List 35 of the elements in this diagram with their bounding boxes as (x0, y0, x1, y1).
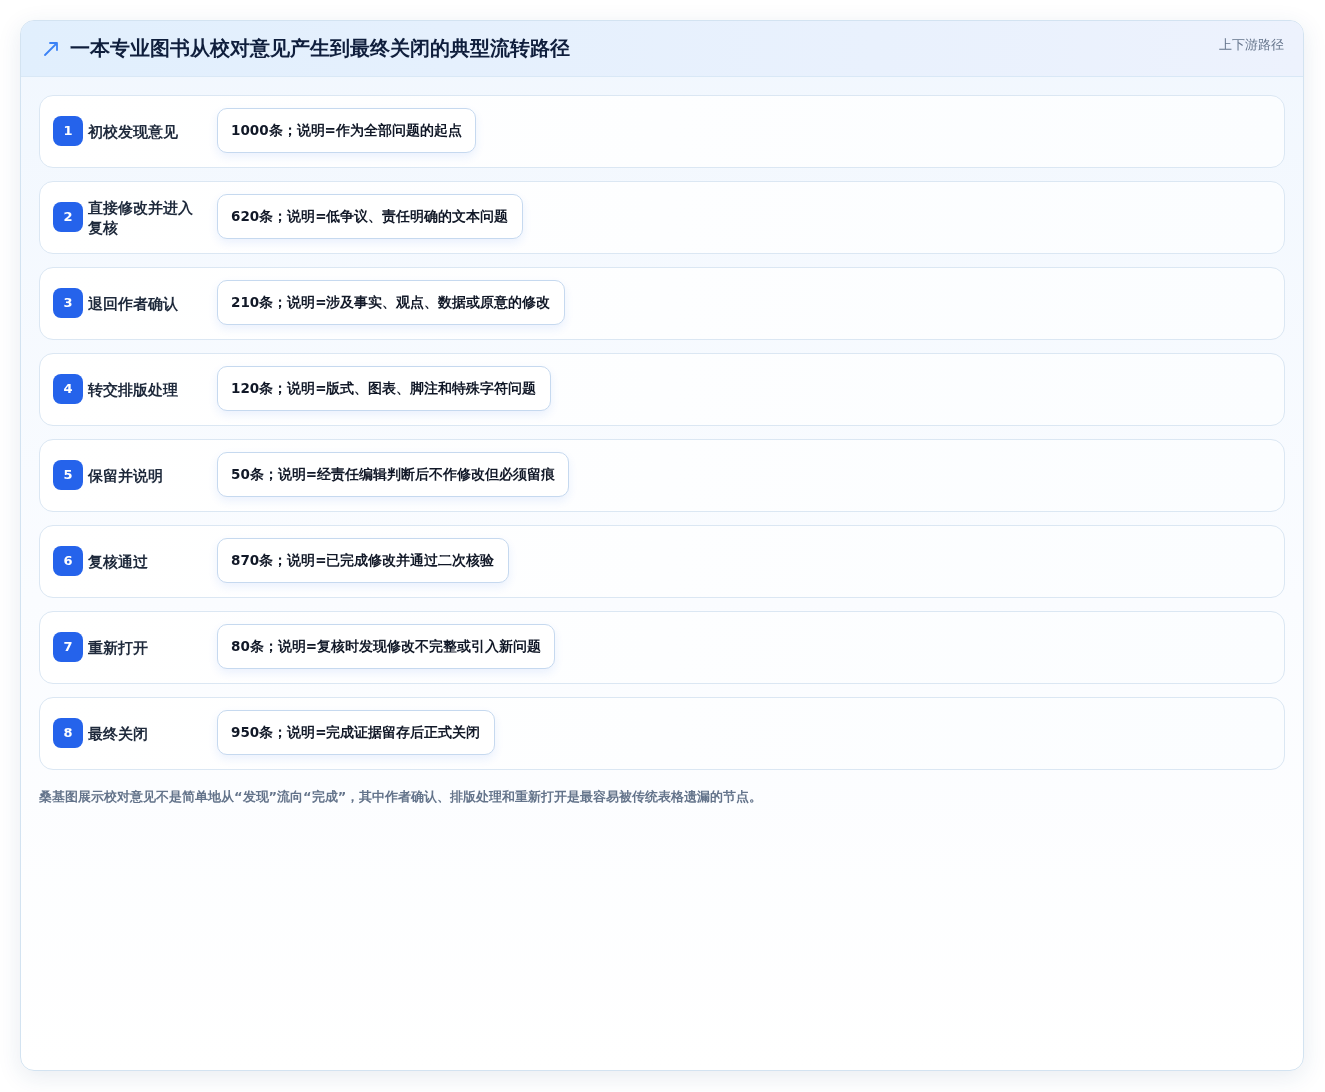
step-name: 退回作者确认 (88, 293, 179, 314)
section-label: 上下游路径 (1219, 36, 1284, 53)
step-number: 8 (53, 718, 83, 748)
detail-tag: 950条；说明=完成证据留存后正式关闭 (217, 710, 495, 755)
step-number: 6 (53, 546, 83, 576)
step-row (39, 267, 1285, 340)
step-number: 5 (53, 460, 83, 490)
title: 一本专业图书从校对意见产生到最终关闭的典型流转路径 (70, 35, 570, 62)
detail-tag: 1000条；说明=作为全部问题的起点 (217, 108, 476, 153)
detail-tag: 120条；说明=版式、图表、脚注和特殊字符问题 (217, 366, 551, 411)
step-row (39, 181, 1285, 254)
step-row (39, 95, 1285, 168)
step-number: 1 (53, 116, 83, 146)
step-number: 7 (53, 632, 83, 662)
detail-tag: 80条；说明=复核时发现修改不完整或引入新问题 (217, 624, 556, 669)
step-name: 复核通过 (88, 551, 149, 572)
step-name: 转交排版处理 (88, 379, 179, 400)
caption: 桑基图展示校对意见不是简单地从“发现”流向“完成”，其中作者确认、排版处理和重新打开是最容易被传统表格遗漏的节点。 (39, 788, 763, 806)
detail-tag: 210条；说明=涉及事实、观点、数据或原意的修改 (217, 280, 565, 325)
step-name: 初校发现意见 (88, 121, 179, 142)
step-row (39, 697, 1285, 770)
step-row (39, 353, 1285, 426)
detail-tag: 870条；说明=已完成修改并通过二次核验 (217, 538, 509, 583)
step-row (39, 525, 1285, 598)
step-name: 保留并说明 (88, 465, 164, 486)
step-number: 4 (53, 374, 83, 404)
step-name: 直接修改并进入复核 (88, 197, 194, 238)
step-name: 最终关闭 (88, 723, 149, 744)
detail-tag: 620条；说明=低争议、责任明确的文本问题 (217, 194, 523, 239)
detail-tag: 50条；说明=经责任编辑判断后不作修改但必须留痕 (217, 452, 570, 497)
step-row (39, 611, 1285, 684)
step-name: 重新打开 (88, 637, 149, 658)
step-number: 3 (53, 288, 83, 318)
step-row (39, 439, 1285, 512)
step-number: 2 (53, 202, 83, 232)
